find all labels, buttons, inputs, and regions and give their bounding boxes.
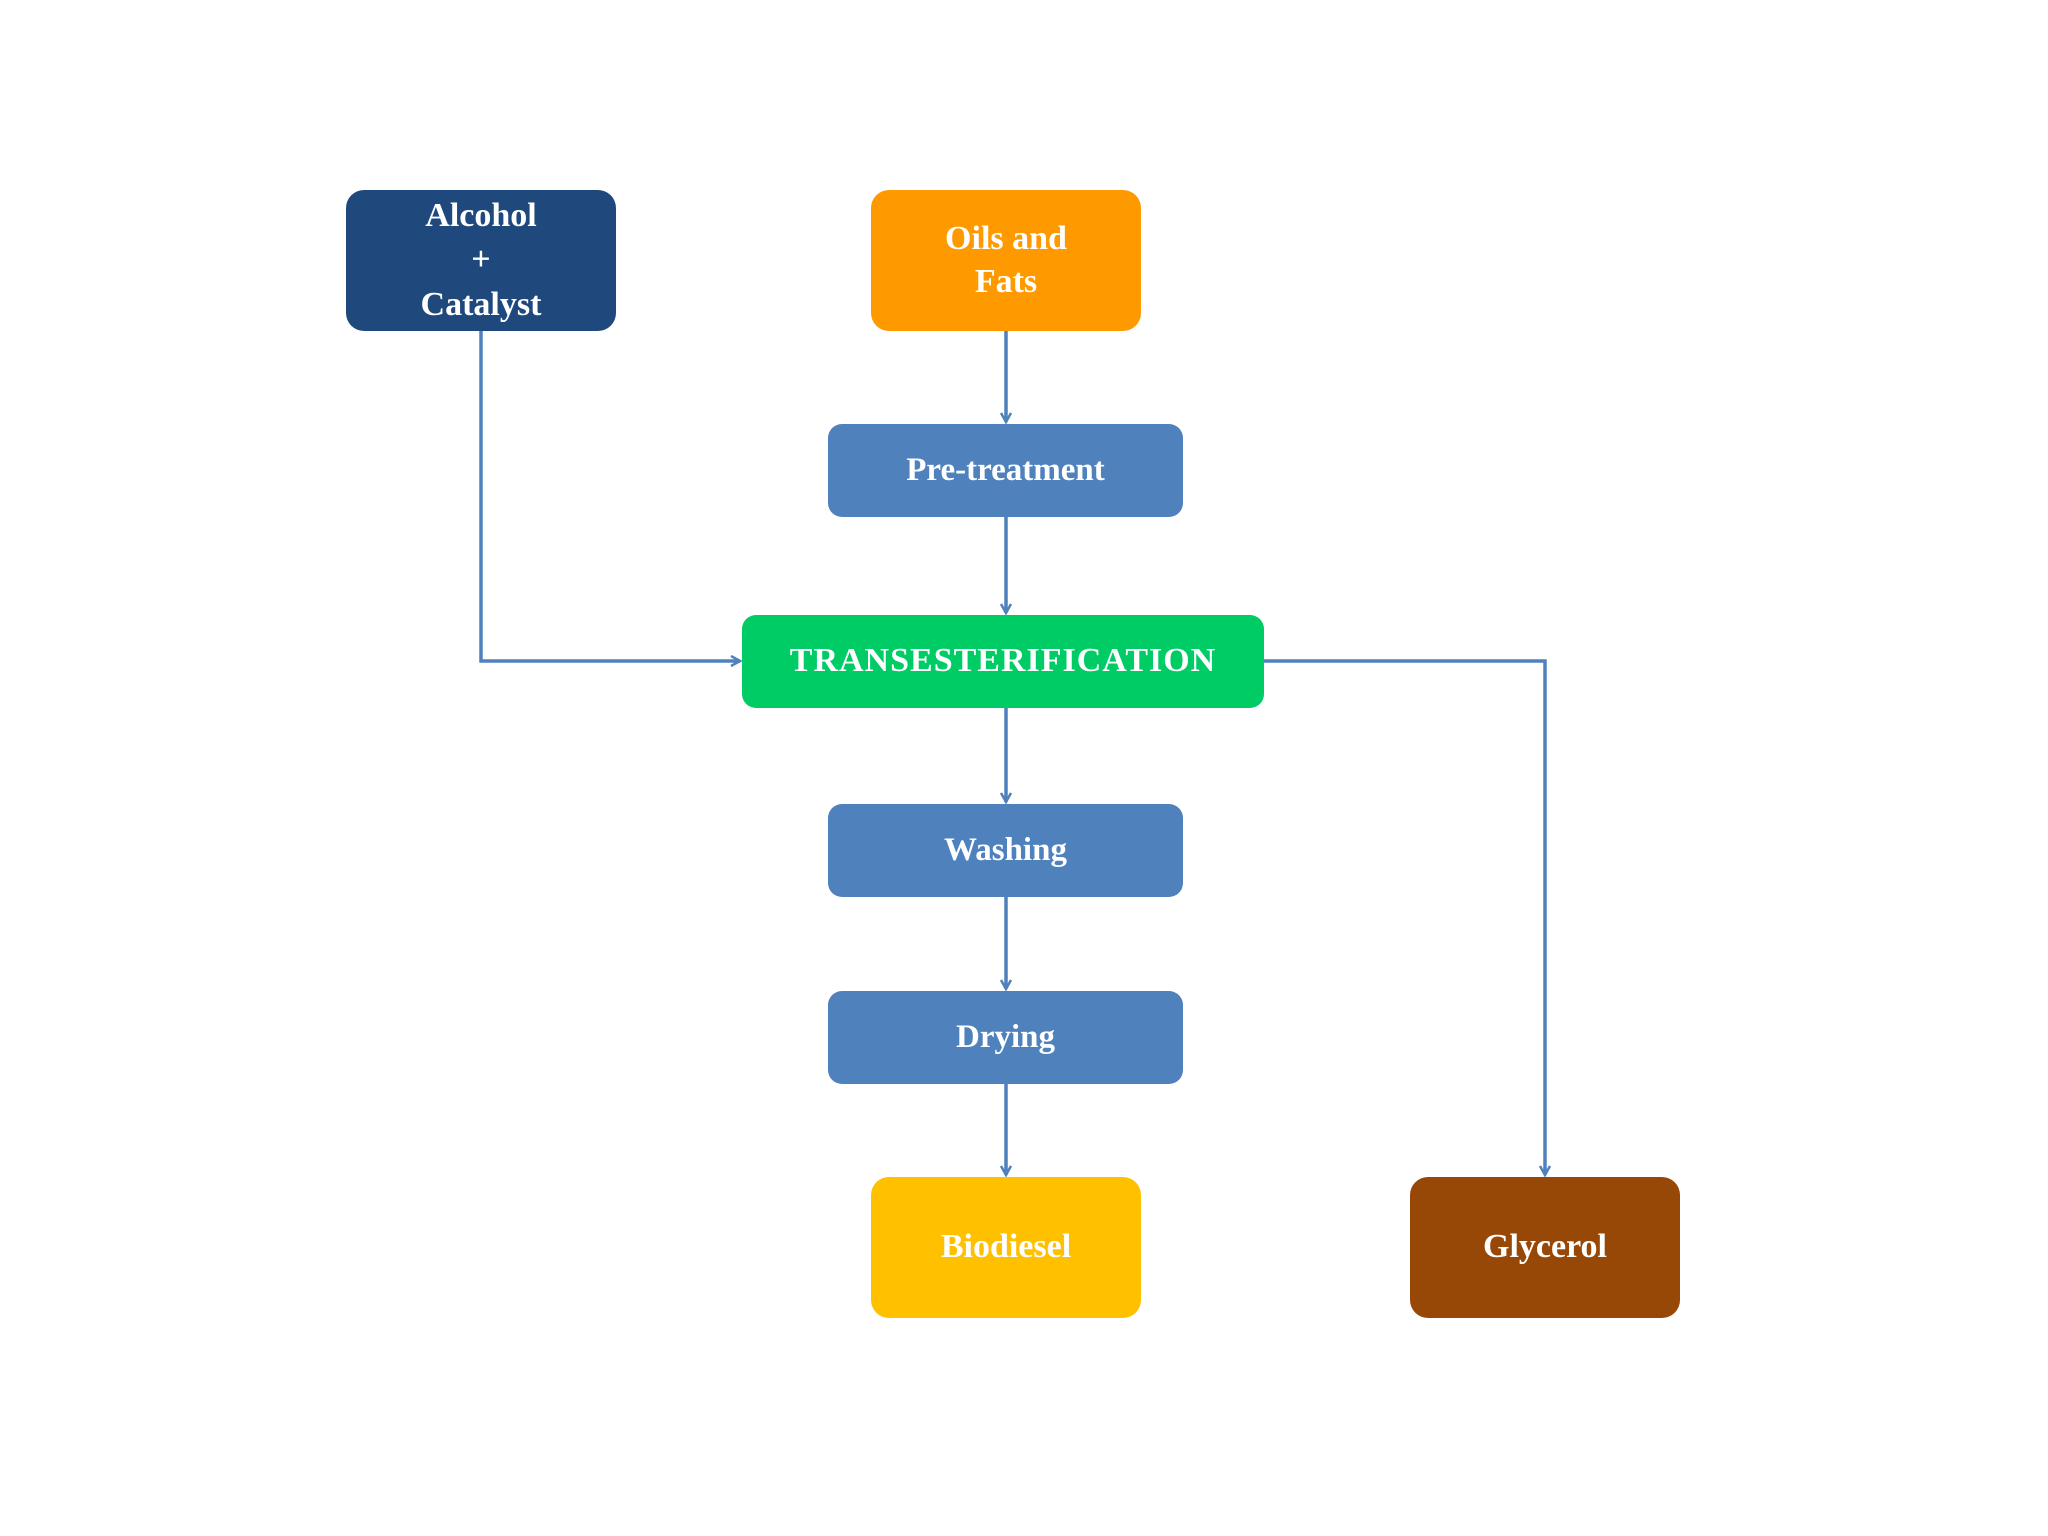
- pretreatment-label: Pre-treatment: [906, 451, 1105, 488]
- glycerol-node: Glycerol: [1410, 1177, 1680, 1318]
- transesterification-label: TRANSESTERIFICATION: [789, 642, 1217, 680]
- edge-group: [479, 331, 1545, 1175]
- plus-sign: +: [471, 241, 491, 279]
- arrow-alcohol-catalyst-to-transesterification: [479, 331, 740, 661]
- oils-fats-node: Oils and Fats: [871, 190, 1141, 331]
- fats-label: Fats: [974, 262, 1038, 300]
- alcohol-catalyst-node: Alcohol + Catalyst: [346, 190, 616, 331]
- biodiesel-label: Biodiesel: [940, 1228, 1072, 1266]
- drying-node: Drying: [828, 991, 1183, 1084]
- biodiesel-node: Biodiesel: [871, 1177, 1141, 1318]
- drying-label: Drying: [956, 1018, 1055, 1055]
- catalyst-label: Catalyst: [420, 285, 542, 323]
- pretreatment-node: Pre-treatment: [828, 424, 1183, 517]
- glycerol-label: Glycerol: [1483, 1228, 1607, 1266]
- washing-node: Washing: [828, 804, 1183, 897]
- alcohol-label: Alcohol: [425, 197, 537, 235]
- washing-label: Washing: [944, 831, 1067, 868]
- transesterification-node: TRANSESTERIFICATION: [742, 615, 1264, 708]
- arrow-transesterification-to-glycerol: [1264, 659, 1545, 1175]
- oils-label: Oils and: [945, 220, 1067, 257]
